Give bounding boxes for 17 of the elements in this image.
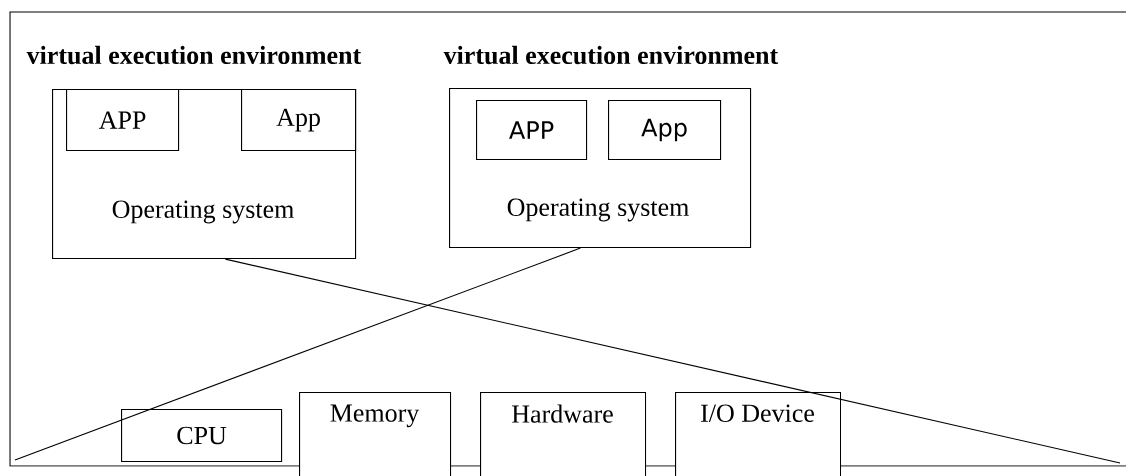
box-label: Operating system bbox=[112, 200, 294, 224]
component-box: CPU bbox=[121, 409, 283, 463]
component-box: App bbox=[608, 100, 722, 161]
box-heading: virtual execution environment bbox=[26, 45, 362, 65]
projection-line bbox=[14, 247, 581, 461]
component-box: APP bbox=[66, 89, 180, 152]
projection-line bbox=[224, 258, 1121, 464]
box-heading: virtual execution environment bbox=[443, 45, 779, 65]
component-box: App bbox=[241, 89, 357, 152]
component-box: I/O Device bbox=[675, 392, 842, 476]
component-box: Hardware bbox=[480, 392, 647, 476]
component-box: Memory bbox=[299, 392, 452, 476]
node-label: Memory bbox=[330, 404, 420, 428]
box-label: Operating system bbox=[507, 198, 689, 222]
component-box: APP bbox=[476, 100, 588, 161]
node-label: Hardware bbox=[512, 404, 613, 423]
node-label: I/O Device bbox=[701, 404, 814, 423]
